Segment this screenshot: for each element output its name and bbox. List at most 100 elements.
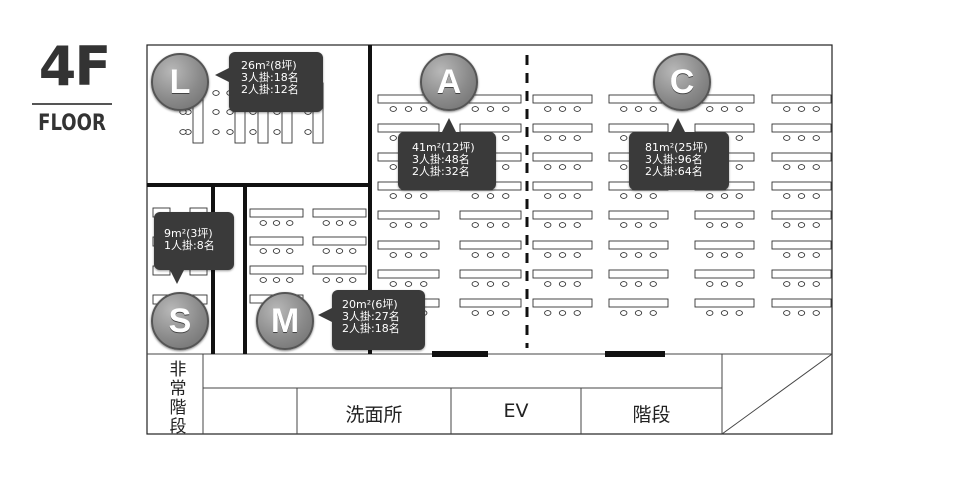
- room-a-cap3: 3人掛:48名: [412, 153, 470, 166]
- room-marker-l[interactable]: L: [151, 53, 209, 111]
- chair: [558, 135, 567, 141]
- chair: [720, 222, 729, 228]
- room-marker-s[interactable]: S: [151, 292, 209, 350]
- chair: [544, 193, 552, 199]
- chair: [573, 106, 581, 112]
- chair: [544, 281, 552, 287]
- desk: [694, 298, 755, 308]
- room-marker-c[interactable]: C: [653, 53, 711, 111]
- desk: [249, 265, 304, 275]
- chair: [486, 310, 495, 316]
- desk: [459, 269, 522, 279]
- chair: [259, 220, 267, 226]
- chair: [649, 193, 657, 199]
- desk: [608, 210, 669, 220]
- chair: [735, 193, 743, 199]
- chair: [272, 248, 281, 254]
- chair: [558, 222, 567, 228]
- chair: [735, 252, 743, 258]
- chair: [420, 106, 428, 112]
- room-s-info: 9m²(3坪) 1人掛:8名: [154, 212, 234, 284]
- chair: [649, 106, 657, 112]
- chair: [558, 164, 567, 170]
- desk: [532, 269, 593, 279]
- chair: [620, 193, 628, 199]
- chair: [389, 193, 397, 199]
- chair: [783, 193, 791, 199]
- chair: [404, 281, 413, 287]
- floor-number: 4F: [38, 35, 111, 98]
- chair: [620, 106, 628, 112]
- chair: [573, 252, 581, 258]
- chair: [812, 164, 820, 170]
- chair: [471, 106, 479, 112]
- desk: [459, 123, 522, 133]
- chair: [486, 252, 495, 258]
- desk: [771, 152, 832, 162]
- chair: [573, 281, 581, 287]
- chair: [573, 193, 581, 199]
- chair: [322, 248, 330, 254]
- chair: [420, 193, 428, 199]
- stairs-label: 階段: [632, 404, 671, 426]
- chair: [259, 248, 267, 254]
- chair: [634, 222, 643, 228]
- chair: [706, 222, 714, 228]
- chair: [620, 281, 628, 287]
- chair: [249, 129, 257, 135]
- chair: [544, 252, 552, 258]
- desk: [771, 240, 832, 250]
- door-a: [432, 351, 488, 357]
- chair: [797, 164, 806, 170]
- chair: [812, 310, 820, 316]
- desk: [377, 269, 440, 279]
- chair: [706, 193, 714, 199]
- chair: [720, 106, 729, 112]
- chair: [783, 222, 791, 228]
- chair: [735, 310, 743, 316]
- desk: [532, 240, 593, 250]
- chair: [812, 106, 820, 112]
- chair: [620, 164, 628, 170]
- chair: [649, 281, 657, 287]
- chair: [471, 252, 479, 258]
- chair: [404, 252, 413, 258]
- chair: [812, 193, 820, 199]
- chair: [486, 281, 495, 287]
- chair: [212, 90, 220, 96]
- desk: [459, 298, 522, 308]
- chair: [349, 248, 357, 254]
- chair: [812, 135, 820, 141]
- room-s-cap1: 1人掛:8名: [164, 239, 215, 252]
- room-marker-a[interactable]: A: [420, 53, 478, 111]
- chair: [486, 222, 495, 228]
- chair: [471, 281, 479, 287]
- chair: [634, 310, 643, 316]
- chair: [404, 222, 413, 228]
- chair: [797, 193, 806, 199]
- desk: [694, 123, 755, 133]
- chair: [620, 252, 628, 258]
- chair: [735, 164, 743, 170]
- chair: [335, 220, 344, 226]
- chair: [304, 129, 312, 135]
- chair: [335, 248, 344, 254]
- chair: [783, 281, 791, 287]
- desk: [532, 152, 593, 162]
- chair: [502, 222, 510, 228]
- emergency-stairs-label: 非常階段: [160, 360, 190, 441]
- desk: [377, 123, 440, 133]
- desk: [608, 123, 669, 133]
- chair: [389, 281, 397, 287]
- desk: [771, 181, 832, 191]
- chair: [420, 222, 428, 228]
- chair: [544, 164, 552, 170]
- chair: [322, 277, 330, 283]
- chair: [706, 252, 714, 258]
- desk: [312, 265, 367, 275]
- room-c-cap3: 3人掛:96名: [645, 153, 703, 166]
- chair: [812, 222, 820, 228]
- desk: [377, 240, 440, 250]
- room-marker-m[interactable]: M: [256, 292, 314, 350]
